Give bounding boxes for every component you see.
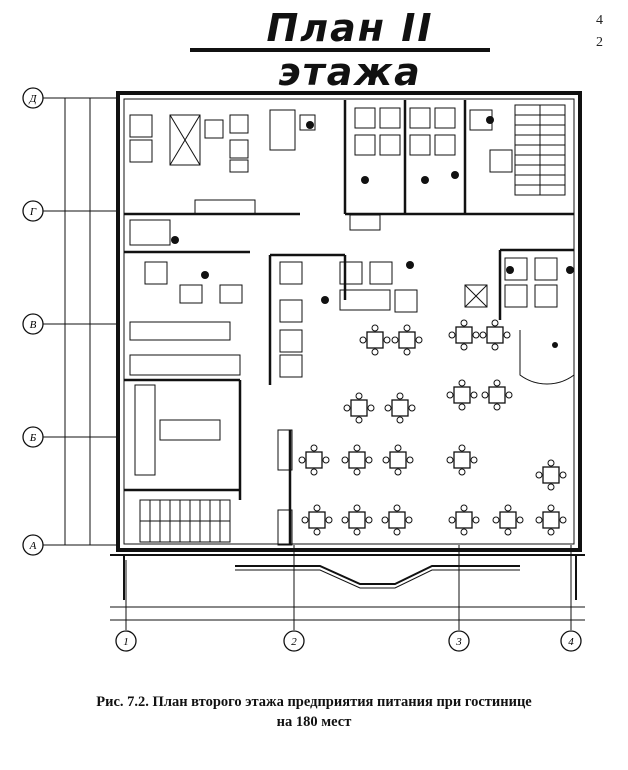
axis-label-column: 4 — [568, 636, 574, 648]
dining-table — [382, 444, 414, 476]
dining-table — [479, 319, 511, 351]
column-axis-markers: 1 2 3 4 — [115, 545, 582, 652]
equipment-dots — [171, 116, 574, 304]
corner-mark: 2 — [596, 35, 603, 50]
dining-table — [341, 444, 373, 476]
dining-table — [535, 459, 567, 491]
row-axis-markers: Д Г В Б А — [22, 87, 55, 556]
dining-table — [298, 444, 330, 476]
dining-table — [341, 504, 373, 536]
fixture-dot — [552, 342, 558, 348]
caption-line-1: Рис. 7.2. План второго этажа предприятия… — [96, 694, 532, 710]
axis-label-row: В — [30, 319, 37, 331]
axis-label-column: 3 — [455, 636, 462, 648]
axis-label-column: 2 — [291, 636, 297, 648]
axis-label-row: Б — [29, 432, 37, 444]
dining-table — [446, 379, 478, 411]
plan-title: План II этажа — [266, 6, 434, 94]
stairs-top-right — [514, 104, 566, 196]
dining-table — [391, 324, 423, 356]
dining-table — [301, 504, 333, 536]
stairs-bottom-left — [139, 499, 231, 543]
axis-label-row: А — [29, 540, 37, 552]
outer-walls — [110, 91, 585, 600]
door-swing — [519, 330, 575, 385]
figure-caption: Рис. 7.2. План второго этажа предприятия… — [0, 692, 628, 732]
dining-table — [481, 379, 513, 411]
dining-table — [492, 504, 524, 536]
dining-table — [448, 319, 480, 351]
left-dimension-lines — [55, 97, 118, 546]
caption-line-2: на 180 мест — [276, 714, 352, 730]
dining-table — [448, 504, 480, 536]
axis-label-column: 1 — [123, 636, 129, 648]
bottom-dimension-lines — [110, 600, 585, 625]
corner-mark: 4 — [596, 13, 603, 28]
corner-marks: 4 2 — [596, 10, 620, 54]
floor-plan: Д Г В Б А 1 2 3 4 — [22, 87, 585, 652]
dining-table — [384, 392, 416, 424]
axis-label-row: Г — [29, 206, 37, 218]
dining-table — [535, 504, 567, 536]
dining-tables — [298, 319, 567, 536]
dining-table — [446, 444, 478, 476]
kitchen-equipment — [129, 107, 558, 546]
dining-table — [381, 504, 413, 536]
dining-table — [343, 392, 375, 424]
title-underline — [190, 48, 490, 52]
axis-label-row: Д — [29, 93, 38, 105]
dining-table — [359, 324, 391, 356]
